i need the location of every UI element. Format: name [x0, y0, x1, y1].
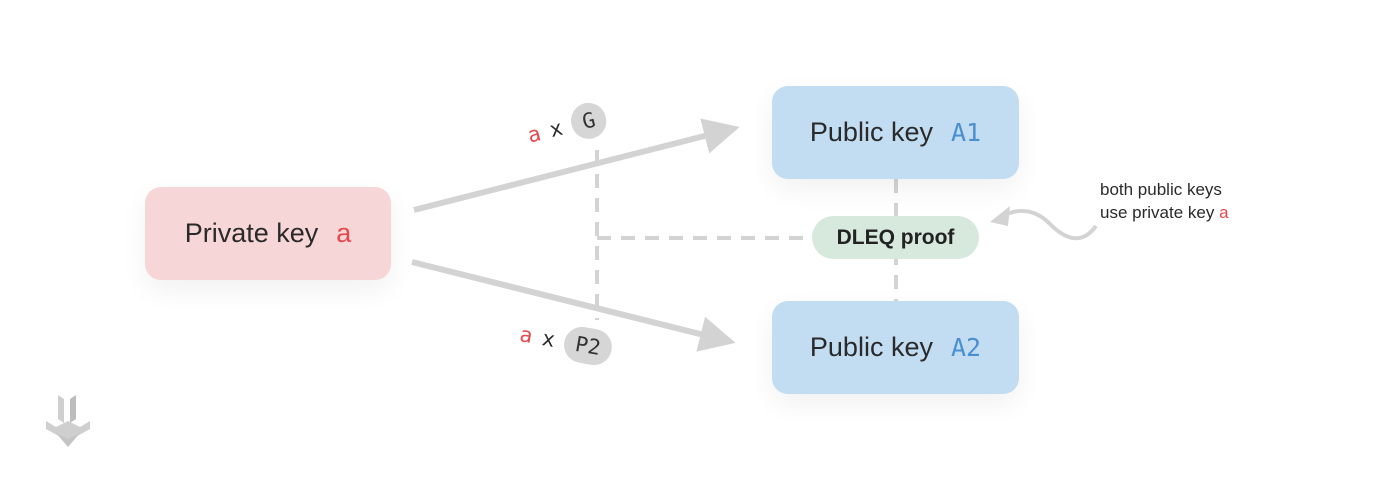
op1-times: x: [547, 115, 566, 143]
op2-scalar: a: [517, 322, 535, 349]
private-key-box: Private key a: [145, 187, 391, 280]
arrow-to-public-key-2: [411, 259, 736, 352]
stacked-blocks-logo-icon: [46, 395, 90, 447]
annotation-note: both public keys use private key a: [1100, 178, 1229, 224]
public-key-2-var: A2: [950, 333, 982, 362]
public-key-1-label: Public key: [809, 117, 933, 147]
annotation-arrowhead-icon: [990, 206, 1010, 226]
private-key-label: Private key: [184, 218, 319, 248]
op2-times: x: [540, 326, 557, 352]
dleq-proof-label: DLEQ proof: [836, 225, 955, 249]
public-key-2-label: Public key: [809, 332, 933, 362]
public-key-1-box: Public key A1: [772, 86, 1019, 179]
dleq-proof-badge: DLEQ proof: [812, 216, 979, 259]
public-key-2-box: Public key A2: [772, 301, 1019, 394]
annotation-line-2-var: a: [1219, 203, 1229, 222]
annotation-squiggle-arrow: [1002, 208, 1098, 241]
annotation-line-2: use private key a: [1100, 201, 1229, 224]
annotation-line-2-text: use private key: [1100, 203, 1220, 222]
annotation-line-1: both public keys: [1100, 180, 1222, 199]
public-key-1-var: A1: [950, 118, 982, 147]
private-key-var: a: [336, 218, 352, 248]
arrow-to-public-key-1: [413, 118, 740, 213]
